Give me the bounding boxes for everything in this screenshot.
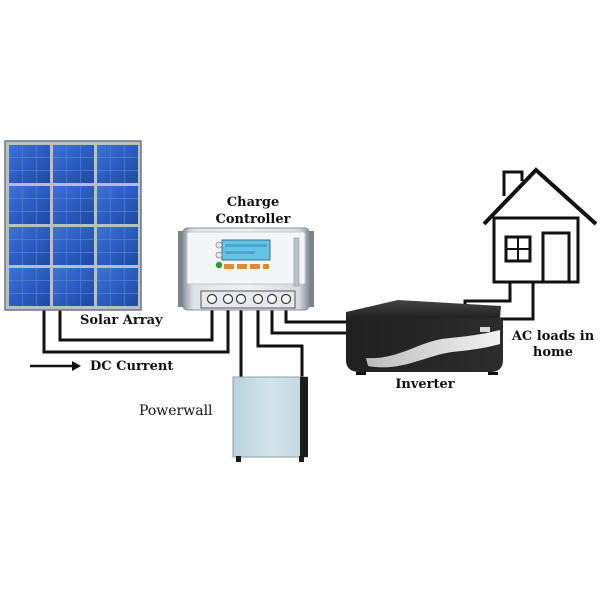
controller-terminal [222,293,234,305]
charge-controller-label-line1: Charge [227,195,279,210]
solar-array-label: Solar Array [80,313,163,328]
solar-cell [53,227,94,265]
wire-inverter-to-house-1 [463,282,512,306]
house-door [541,231,571,284]
wire-controller-to-inverter-1 [270,307,352,335]
inverter-icon [346,300,503,375]
controller-led-2 [215,251,223,259]
ac-loads-label-line2: home [533,345,573,360]
solar-cell [53,145,94,183]
controller-terminal [266,293,278,305]
controller-display [221,239,271,261]
solar-cell [97,227,138,265]
powerwall-label: Powerwall [139,403,213,419]
controller-led-green [215,261,223,269]
solar-cell [9,268,50,306]
arrow-right-icon [30,361,81,371]
solar-cell [97,186,138,224]
solar-cell [97,268,138,306]
solar-cell [9,145,50,183]
powerwall-battery-icon [232,376,308,462]
charge-controller-icon [178,227,314,311]
ac-loads-label-line1: AC loads in [511,329,595,344]
solar-cell [9,186,50,224]
dc-current-label: DC Current [90,359,173,374]
controller-terminal [280,293,292,305]
controller-button-2 [237,264,247,269]
wire-inverter-to-house-2 [488,282,535,321]
house-icon [482,167,598,284]
charge-controller-label-line2: Controller [216,212,291,227]
solar-cell [9,227,50,265]
wire-solar-to-controller-2 [58,307,214,342]
controller-led-1 [215,241,223,249]
controller-button-4 [263,264,269,269]
solar-panel-icon [4,140,142,311]
solar-cell [53,268,94,306]
controller-button-3 [250,264,260,269]
solar-cell [97,145,138,183]
controller-terminal [235,293,247,305]
controller-button-1 [224,264,234,269]
solar-cell [53,186,94,224]
controller-terminal [252,293,264,305]
inverter-label: Inverter [395,377,454,392]
wire-controller-to-inverter-2 [284,307,352,324]
wire-controller-to-powerwall-2 [256,307,304,380]
wire-solar-to-controller-1 [42,307,230,354]
controller-terminal [206,293,218,305]
inverter-indicator [480,327,490,332]
wiring [42,282,535,380]
inverter-wave-stripe [366,330,500,368]
controller-terminals [206,293,292,305]
